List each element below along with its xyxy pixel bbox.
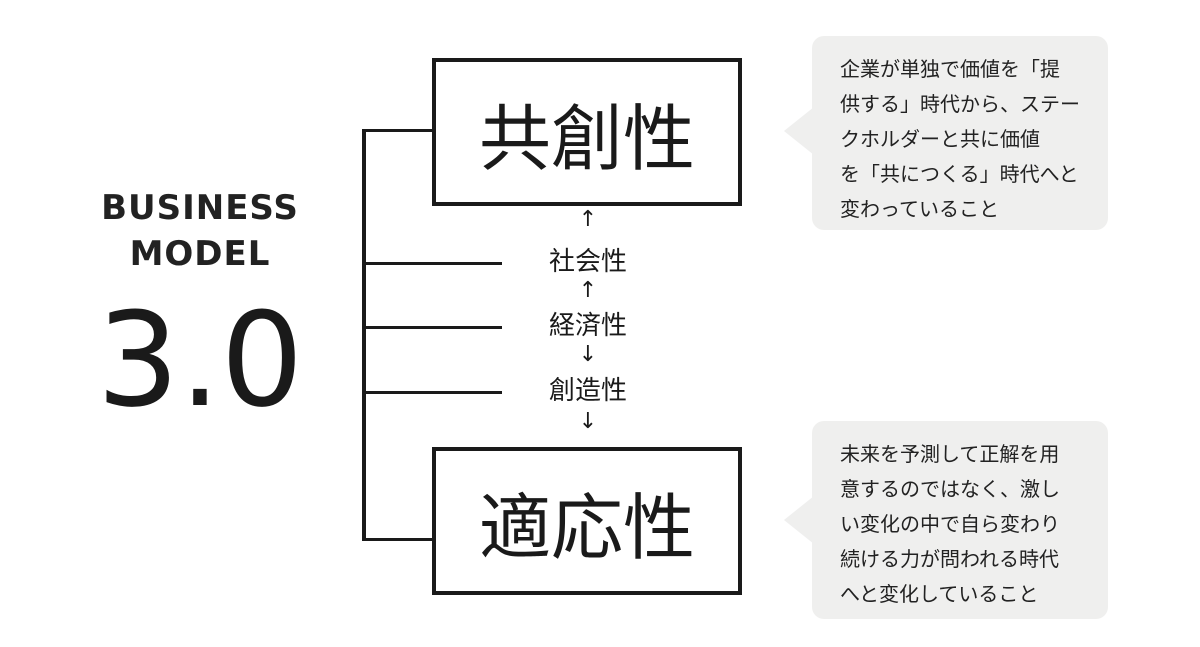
bubble-top-line: 供する」時代から、ステー: [840, 92, 1080, 116]
bubble-top-line: クホルダーと共に価値: [840, 127, 1040, 151]
label-economic: 経済性: [548, 311, 627, 341]
arrow-up-icon: ↑: [578, 278, 598, 303]
connector-creative: [362, 391, 502, 394]
label-creative: 創造性: [548, 376, 627, 406]
bubble-top-line: 変わっていること: [840, 197, 999, 221]
title-version: 3.0: [96, 284, 304, 436]
bracket-vertical-line: [362, 129, 366, 541]
bubble-bottom-line: 続ける力が問われる時代: [840, 547, 1059, 571]
bubble-top-tail: [784, 107, 814, 155]
box-co-creation: 共創性: [432, 58, 742, 206]
box-adaptability: 適応性: [432, 447, 742, 595]
bubble-top-line: 企業が単独で価値を「提: [840, 57, 1060, 81]
arrow-up-icon: ↑: [578, 207, 598, 232]
bracket-top-connector: [362, 129, 434, 132]
bubble-bottom-tail: [784, 496, 814, 544]
bubble-bottom-line: 意するのではなく、激し: [840, 477, 1060, 501]
bubble-bottom-line: へと変化していること: [840, 582, 1039, 606]
arrow-down-icon: ↓: [578, 409, 598, 434]
bubble-bottom: 未来を予測して正解を用 意するのではなく、激し い変化の中で自ら変わり 続ける力…: [812, 421, 1108, 619]
connector-economic: [362, 326, 502, 329]
connector-social: [362, 262, 502, 265]
label-social: 社会性: [548, 247, 627, 277]
title-model: MODEL: [129, 234, 271, 274]
arrow-down-icon: ↓: [578, 342, 598, 367]
bubble-top: 企業が単独で価値を「提 供する」時代から、ステー クホルダーと共に価値 を「共に…: [812, 36, 1108, 230]
bubble-top-line: を「共につくる」時代へと: [840, 162, 1079, 186]
bubble-bottom-line: 未来を予測して正解を用: [840, 442, 1060, 466]
bracket-bottom-connector: [362, 538, 434, 541]
title-business: BUSINESS: [101, 188, 299, 228]
bubble-bottom-line: い変化の中で自ら変わり: [840, 512, 1060, 536]
